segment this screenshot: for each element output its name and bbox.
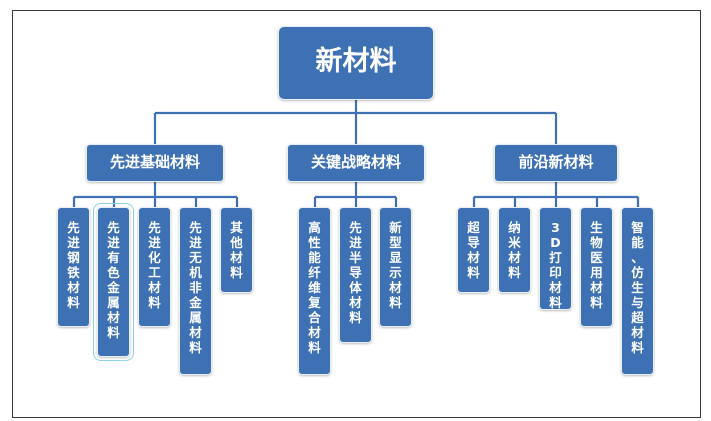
leaf-node: 先进半导体材料 bbox=[339, 207, 372, 343]
leaf-node: 先进化工材料 bbox=[138, 207, 171, 327]
leaf-label: 超导材料 bbox=[467, 220, 480, 280]
leaf-label: 智能、仿生与超材料 bbox=[631, 220, 644, 355]
leaf-label: 先进有色金属材料 bbox=[107, 220, 120, 340]
leaf-node: 先进钢铁材料 bbox=[57, 207, 90, 327]
leaf-label: 先进半导体材料 bbox=[349, 220, 362, 325]
leaf-node: 新型显示材料 bbox=[379, 207, 412, 327]
leaf-node: 超导材料 bbox=[457, 207, 490, 293]
category-node-key-strategic: 关键战略材料 bbox=[287, 144, 425, 182]
category-node-frontier: 前沿新材料 bbox=[494, 144, 618, 182]
leaf-node: 3D打印材料 bbox=[539, 207, 572, 310]
leaf-label: 生物医用材料 bbox=[590, 220, 603, 310]
leaf-label: 先进无机非金属材料 bbox=[189, 220, 202, 355]
leaf-label: 纳米材料 bbox=[508, 220, 521, 280]
category-node-advanced-basic: 先进基础材料 bbox=[86, 144, 224, 182]
leaf-label: 3D打印材料 bbox=[549, 220, 562, 310]
leaf-node: 其他材料 bbox=[220, 207, 253, 293]
leaf-node: 先进无机非金属材料 bbox=[179, 207, 212, 375]
leaf-label: 高性能纤维复合材料 bbox=[308, 220, 321, 355]
leaf-node: 纳米材料 bbox=[498, 207, 531, 293]
root-node: 新材料 bbox=[278, 26, 434, 100]
leaf-node: 生物医用材料 bbox=[580, 207, 613, 327]
leaf-label: 新型显示材料 bbox=[389, 220, 402, 310]
leaf-label: 其他材料 bbox=[230, 220, 243, 280]
leaf-node: 智能、仿生与超材料 bbox=[621, 207, 654, 375]
leaf-node: 高性能纤维复合材料 bbox=[298, 207, 331, 375]
leaf-label: 先进钢铁材料 bbox=[67, 220, 80, 310]
leaf-label: 先进化工材料 bbox=[148, 220, 161, 310]
leaf-node-selected[interactable]: 先进有色金属材料 bbox=[93, 203, 134, 361]
